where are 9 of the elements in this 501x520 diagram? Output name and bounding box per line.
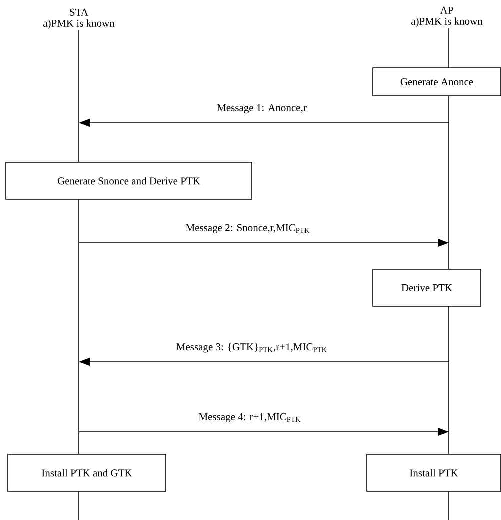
edge-label: Message 2: Snonce,r,MIC$_{PTK}$ bbox=[184, 223, 312, 235]
process-box: Generate Anonce bbox=[372, 68, 501, 96]
edge-label: Message 3: {GTK}$_{PTK}$,r+1,MIC$_{PTK}$ bbox=[175, 342, 329, 354]
process-box: Derive PTK bbox=[372, 269, 482, 307]
process-box: Generate Snonce and Derive PTK bbox=[6, 162, 252, 200]
edge-label: Message 4: r+1,MIC$_{PTK}$ bbox=[198, 412, 302, 424]
edge-label: Message 1: Anonce,r bbox=[216, 103, 308, 115]
process-box: Install PTK and GTK bbox=[8, 454, 166, 492]
process-box: Install PTK bbox=[366, 454, 501, 492]
